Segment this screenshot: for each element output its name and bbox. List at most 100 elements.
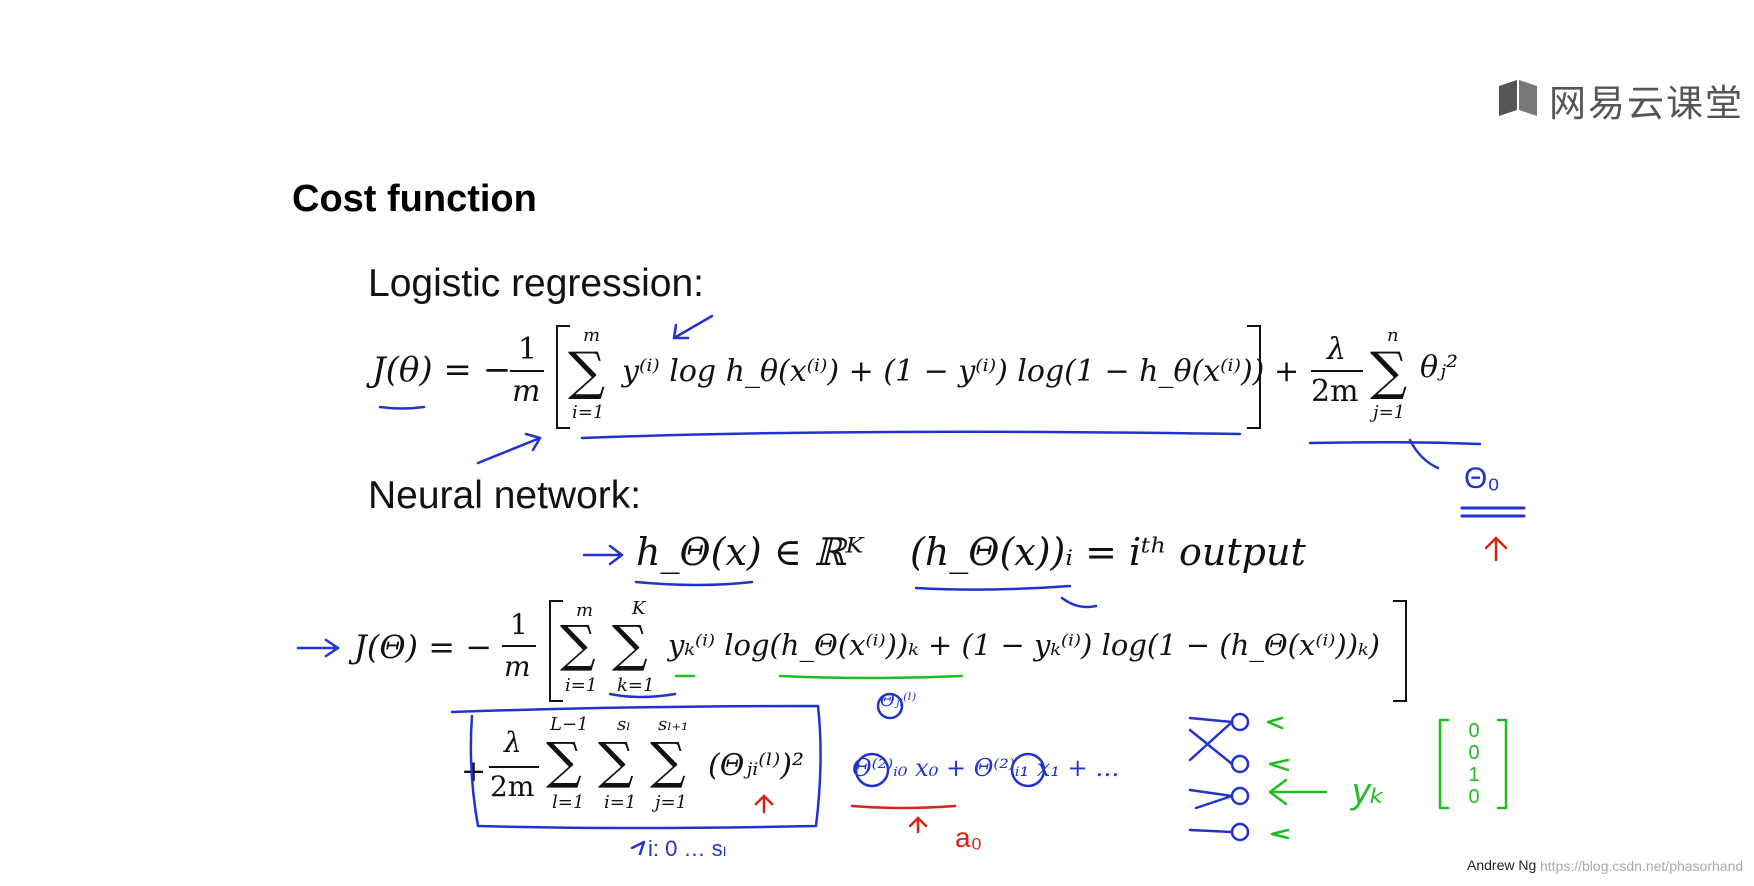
sum-bot-j1-2: j=1 xyxy=(655,792,688,813)
vector-bracket xyxy=(1438,718,1450,810)
ink-hook xyxy=(1060,596,1098,609)
ink-underline xyxy=(778,674,964,680)
bracket-left xyxy=(556,325,570,429)
ink-underline xyxy=(914,584,1072,591)
output-node xyxy=(1230,712,1250,732)
sigma-symbol: ∑ xyxy=(568,342,606,402)
vector-entry: 0 xyxy=(1468,786,1480,808)
sum-top-sl: sₗ xyxy=(617,714,631,735)
bracket-right-2 xyxy=(1393,600,1407,702)
range-label: i: 0 … sₗ xyxy=(648,836,727,861)
sigma-symbol: ∑ xyxy=(1370,342,1408,402)
ink-arrow xyxy=(608,544,624,566)
frac1-bar xyxy=(510,370,544,372)
ink-arrow xyxy=(754,794,774,814)
ink-arrow xyxy=(672,314,714,340)
ink-arrow xyxy=(1268,758,1290,772)
vector-entry: 0 xyxy=(1468,720,1480,742)
expansion-label: Θ⁽²⁾ᵢ₀ x₀ + Θ⁽²⁾ᵢ₁ x₁ + … xyxy=(852,754,1120,782)
reg-frac-bar xyxy=(489,766,539,768)
sum-bot-j1: j=1 xyxy=(1373,402,1406,423)
yk-label: yₖ xyxy=(1352,770,1386,811)
logistic-lhs: J(θ) = − xyxy=(372,350,512,390)
sum-bot-i1: i=1 xyxy=(572,402,605,423)
book-icon xyxy=(1497,78,1539,123)
ink-underline xyxy=(850,804,957,810)
theta-ji-label: Θⱼᵢ⁽ˡ⁾ xyxy=(880,690,917,711)
sum-bot-l1: l=1 xyxy=(552,792,585,813)
ink-circle xyxy=(854,752,890,788)
theta0-underline xyxy=(1460,506,1526,518)
sum-top-n: n xyxy=(1387,325,1399,346)
sum-top-sl1: sₗ₊₁ xyxy=(658,714,689,735)
ink-arrow xyxy=(672,323,690,340)
output-node xyxy=(1230,786,1250,806)
sum-top-m-2: m xyxy=(576,600,594,621)
sigma-symbol: ∑ xyxy=(560,615,596,673)
ink-underline xyxy=(608,692,677,699)
ink-arrow xyxy=(476,436,542,465)
frac3-bar xyxy=(502,645,536,647)
sigma-symbol: ∑ xyxy=(612,615,648,673)
logo: 网易云课堂 xyxy=(1497,73,1744,127)
two-m: 2m xyxy=(1311,374,1359,409)
theta-j-squared: θⱼ² xyxy=(1420,350,1459,385)
ink-hook xyxy=(1408,438,1440,470)
ink-arrow xyxy=(324,638,340,658)
ink-arrow xyxy=(908,816,928,834)
ink-underline xyxy=(1308,440,1482,446)
output-node xyxy=(1230,822,1250,842)
reg-term: (Θⱼᵢ⁽ˡ⁾)² xyxy=(708,748,805,783)
slide-title: Cost function xyxy=(292,178,537,220)
theta0-label: Θ₀ xyxy=(1464,462,1500,495)
nn-lhs: J(Θ) = − xyxy=(354,628,492,666)
frac2-bar xyxy=(1311,370,1363,372)
logistic-body: y⁽ⁱ⁾ log h_θ(x⁽ⁱ⁾) + (1 − y⁽ⁱ⁾) log(1 − … xyxy=(622,354,1265,389)
ink-arrow xyxy=(524,432,542,452)
target-vector: 0 0 1 0 xyxy=(1462,720,1486,808)
a0-label: a₀ xyxy=(955,822,983,853)
frac3-den: m xyxy=(504,650,531,683)
bracket-left-2 xyxy=(549,600,563,702)
ink-circle xyxy=(876,692,904,720)
frac1-den: m xyxy=(512,374,541,409)
ink-arrow xyxy=(630,840,646,856)
ink-lines xyxy=(1188,716,1234,834)
nn-body: yₖ⁽ⁱ⁾ log(h_Θ(x⁽ⁱ⁾))ₖ + (1 − yₖ⁽ⁱ⁾) log(… xyxy=(668,628,1380,662)
output-node xyxy=(1230,754,1250,774)
neural-heading: Neural network: xyxy=(368,474,642,517)
vector-entry: 0 xyxy=(1468,742,1480,764)
sigma-symbol: ∑ xyxy=(598,732,634,790)
frac1-num: 1 xyxy=(518,332,538,367)
logo-text: 网易云课堂 xyxy=(1549,82,1744,125)
logistic-heading: Logistic regression: xyxy=(368,262,704,305)
reg-two-m: 2m xyxy=(490,770,535,803)
ink-underline xyxy=(378,405,426,410)
ink-circle xyxy=(1010,752,1046,788)
ink-underline xyxy=(580,430,1242,440)
vector-entry: 1 xyxy=(1468,764,1480,786)
ink-underline xyxy=(634,580,754,587)
ink-arrow xyxy=(1268,778,1328,806)
plus-sign: + xyxy=(1274,354,1300,389)
sum-top-m: m xyxy=(583,325,601,346)
sum-top-K: K xyxy=(632,598,646,619)
sum-bot-k1: k=1 xyxy=(617,675,655,696)
reg-lambda: λ xyxy=(504,726,522,759)
sum-bot-i1-3: i=1 xyxy=(604,792,637,813)
nn-hypothesis: h_Θ(x) ∈ ℝᴷ xyxy=(636,530,864,574)
bracket-right xyxy=(1247,325,1261,429)
ink-arrow xyxy=(1270,828,1290,840)
lambda: λ xyxy=(1327,332,1347,367)
sum-top-L1: L−1 xyxy=(550,714,589,735)
nn-output: (h_Θ(x))ᵢ = iᵗʰ output xyxy=(910,530,1306,574)
sum-bot-i1-2: i=1 xyxy=(565,675,598,696)
ink-arrow xyxy=(1484,536,1508,562)
author-credit: Andrew Ng xyxy=(1467,857,1537,873)
ink-arrow xyxy=(1266,716,1284,730)
sigma-symbol: ∑ xyxy=(546,732,582,790)
sigma-symbol: ∑ xyxy=(650,732,686,790)
frac3-num: 1 xyxy=(510,608,528,641)
ink-box xyxy=(450,704,822,830)
